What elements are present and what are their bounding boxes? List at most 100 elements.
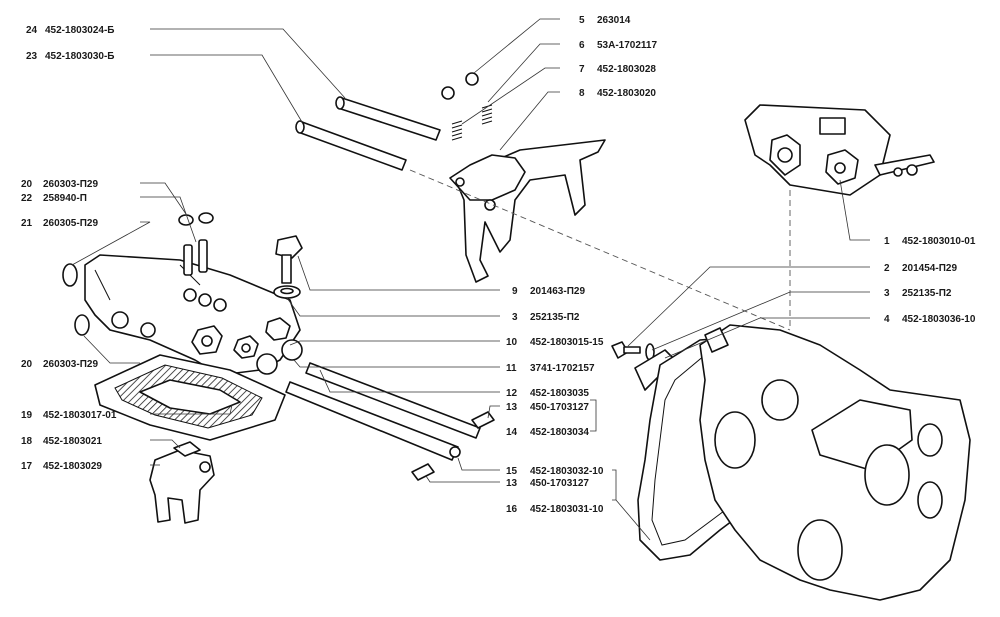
callout-number: 13 [506, 402, 518, 413]
callout-code: 450-1703127 [530, 478, 589, 489]
callout-17: 17 452-1803029 [21, 461, 102, 472]
callout-number: 22 [21, 193, 33, 204]
balls-5 [441, 72, 479, 100]
callout-code: 452-1803031-10 [530, 504, 604, 515]
rod-14 [285, 381, 461, 461]
callout-13-top: 13 450-1703127 [506, 402, 589, 413]
seals-11 [256, 339, 303, 375]
callout-6: 6 53А-1702117 [579, 40, 657, 51]
bolt-2 [611, 341, 641, 359]
springs-6-7 [451, 104, 493, 141]
shift-fork-8 [449, 139, 606, 283]
callout-code: 53А-1702117 [597, 40, 657, 51]
callout-number: 17 [21, 461, 33, 472]
assembly-1 [744, 104, 935, 196]
callout-2: 2 201454-П29 [884, 263, 957, 274]
callout-code: 252135-П2 [530, 312, 580, 323]
callout-11: 11 3741-1702157 [506, 363, 595, 374]
callout-number: 14 [506, 427, 518, 438]
assembly-line-1 [409, 169, 791, 331]
callout-10: 10 452-1803015-15 [506, 337, 604, 348]
callout-number: 1 [884, 236, 890, 247]
callout-code: 260305-П29 [43, 218, 98, 229]
callout-number: 10 [506, 337, 518, 348]
callout-9: 9 201463-П29 [512, 286, 585, 297]
callout-4: 4 452-1803036-10 [884, 314, 976, 325]
callout-code: 452-1803028 [597, 64, 656, 75]
callout-number: 8 [579, 88, 585, 99]
callout-code: 263014 [597, 15, 631, 26]
callout-code: 452-1803024-Б [45, 25, 114, 36]
rod-24 [335, 96, 441, 141]
callout-number: 3 [884, 288, 890, 299]
callout-code: 452-1803035 [530, 388, 589, 399]
rod-23 [295, 120, 407, 171]
callout-12: 12 452-1803035 [506, 388, 589, 399]
callout-code: 201454-П29 [902, 263, 957, 274]
gasket-19 [94, 354, 286, 441]
transfer-case-housing [699, 324, 971, 601]
callout-number: 7 [579, 64, 585, 75]
callout-code: 452-1803032-10 [530, 466, 604, 477]
callout-number: 9 [512, 286, 518, 297]
callout-16: 16 452-1803031-10 [506, 504, 604, 515]
housing-10 [84, 254, 301, 376]
callout-code: 452-1803034 [530, 427, 589, 438]
rod-12 [305, 362, 481, 439]
callout-number: 23 [26, 51, 38, 62]
callout-number: 5 [579, 15, 585, 26]
callout-code: 452-1803010-01 [902, 236, 976, 247]
callout-7: 7 452-1803028 [579, 64, 656, 75]
callout-code: 201463-П29 [530, 286, 585, 297]
callout-code: 252135-П2 [902, 288, 952, 299]
callout-22: 22 258940-П [21, 193, 87, 204]
callout-code: 260303-П29 [43, 179, 98, 190]
callout-20-top: 20 260303-П29 [21, 179, 98, 190]
callout-number: 18 [21, 436, 33, 447]
callout-14: 14 452-1803034 [506, 427, 589, 438]
bolt-9 [275, 235, 303, 284]
callout-23: 23 452-1803030-Б [26, 51, 114, 62]
callout-number: 2 [884, 263, 890, 274]
callout-3-right: 3 252135-П2 [884, 288, 952, 299]
callout-5: 5 263014 [579, 15, 631, 26]
callout-code: 3741-1702157 [530, 363, 595, 374]
callout-number: 12 [506, 388, 518, 399]
callout-code: 450-1703127 [530, 402, 589, 413]
callout-code: 452-1803036-10 [902, 314, 976, 325]
callout-code: 452-1803020 [597, 88, 656, 99]
callout-code: 452-1803021 [43, 436, 102, 447]
bracket-17 [149, 441, 215, 524]
leader-lines [71, 18, 870, 541]
callout-13-bottom: 13 450-1703127 [506, 478, 589, 489]
callout-code: 452-1803017-01 [43, 410, 117, 421]
callout-code: 452-1803029 [43, 461, 102, 472]
washer-3-left [273, 285, 301, 299]
callout-number: 20 [21, 179, 33, 190]
callout-number: 15 [506, 466, 518, 477]
callout-code: 452-1803030-Б [45, 51, 114, 62]
callout-number: 11 [506, 363, 517, 374]
callout-number: 19 [21, 410, 33, 421]
callout-code: 260303-П29 [43, 359, 98, 370]
callout-number: 20 [21, 359, 33, 370]
callout-20-bottom: 20 260303-П29 [21, 359, 98, 370]
callout-18: 18 452-1803021 [21, 436, 102, 447]
callout-3-left: 3 252135-П2 [512, 312, 580, 323]
callout-1: 1 452-1803010-01 [884, 236, 976, 247]
callout-number: 13 [506, 478, 518, 489]
callout-15: 15 452-1803032-10 [506, 466, 604, 477]
callout-number: 6 [579, 40, 585, 51]
pins-22 [183, 239, 208, 276]
callout-8: 8 452-1803020 [579, 88, 656, 99]
orings-20-21 [62, 212, 214, 336]
callout-number: 16 [506, 504, 518, 515]
callout-number: 24 [26, 25, 38, 36]
callout-19: 19 452-1803017-01 [21, 410, 117, 421]
callout-number: 4 [884, 314, 890, 325]
callout-number: 21 [21, 218, 33, 229]
callout-21: 21 260305-П29 [21, 218, 98, 229]
callout-number: 3 [512, 312, 518, 323]
